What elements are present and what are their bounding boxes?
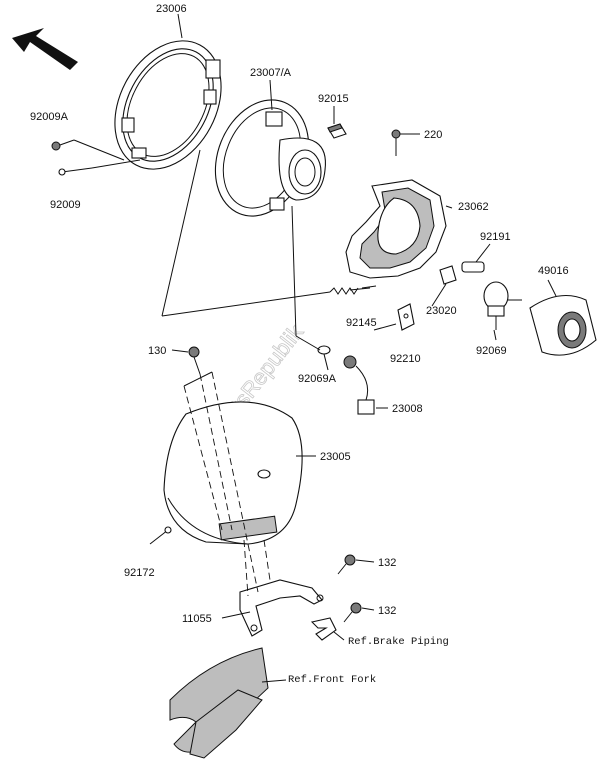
front-fork <box>169 647 269 759</box>
socket-wire-23008[interactable] <box>343 355 375 415</box>
label-92009a: 92009A <box>30 111 69 123</box>
mounting-bracket-11055[interactable] <box>239 579 324 637</box>
label-92009: 92009 <box>50 199 81 211</box>
label-23020: 23020 <box>426 305 457 317</box>
label-49016: 49016 <box>538 265 569 277</box>
part-labels: 23006 23007/A 92015 92009A 92009 220 230… <box>30 3 569 686</box>
headlight-rim-ring[interactable] <box>94 22 243 187</box>
front-direction-arrow-icon <box>12 28 78 70</box>
label-92069: 92069 <box>476 345 507 357</box>
bolt-132-lower[interactable] <box>343 602 362 623</box>
label-92145: 92145 <box>346 317 377 329</box>
screw-220[interactable] <box>391 129 420 156</box>
bulb-bracket-23062[interactable] <box>345 179 447 279</box>
bolt-130[interactable] <box>188 346 201 375</box>
label-132-lower: 132 <box>378 605 396 617</box>
label-23005: 23005 <box>320 451 351 463</box>
label-11055: 11055 <box>182 613 212 625</box>
screw-92172[interactable] <box>149 526 172 545</box>
plate-92210[interactable] <box>397 303 415 331</box>
label-220: 220 <box>424 129 442 141</box>
clip-92015[interactable] <box>327 123 347 139</box>
screw-92009[interactable] <box>58 159 141 176</box>
spring-92145[interactable] <box>329 285 377 295</box>
headlight-reflector-housing[interactable] <box>199 86 326 230</box>
grommet-92191[interactable] <box>461 261 485 273</box>
bulb-92069[interactable] <box>483 281 522 330</box>
label-92172: 92172 <box>124 567 155 579</box>
leader-lines <box>171 13 557 683</box>
assembly-lines <box>161 149 331 597</box>
label-92210: 92210 <box>390 353 421 365</box>
brake-piping-clamp[interactable] <box>310 617 337 641</box>
bolt-132-upper[interactable] <box>337 554 356 575</box>
label-ref-front-fork: Ref.Front Fork <box>288 674 376 686</box>
rubber-cover-49016[interactable] <box>529 294 597 356</box>
label-92015: 92015 <box>318 93 349 105</box>
socket-23020[interactable] <box>439 265 457 285</box>
label-92191: 92191 <box>480 231 511 243</box>
label-23007a: 23007/A <box>250 67 292 79</box>
label-23008: 23008 <box>392 403 423 415</box>
label-92069a: 92069A <box>298 373 337 385</box>
label-ref-brake-piping: Ref.Brake Piping <box>348 636 449 648</box>
label-130: 130 <box>148 345 166 357</box>
screw-92009a[interactable] <box>51 139 125 161</box>
label-23006: 23006 <box>156 3 187 15</box>
label-23062: 23062 <box>458 201 489 213</box>
label-132-upper: 132 <box>378 557 396 569</box>
